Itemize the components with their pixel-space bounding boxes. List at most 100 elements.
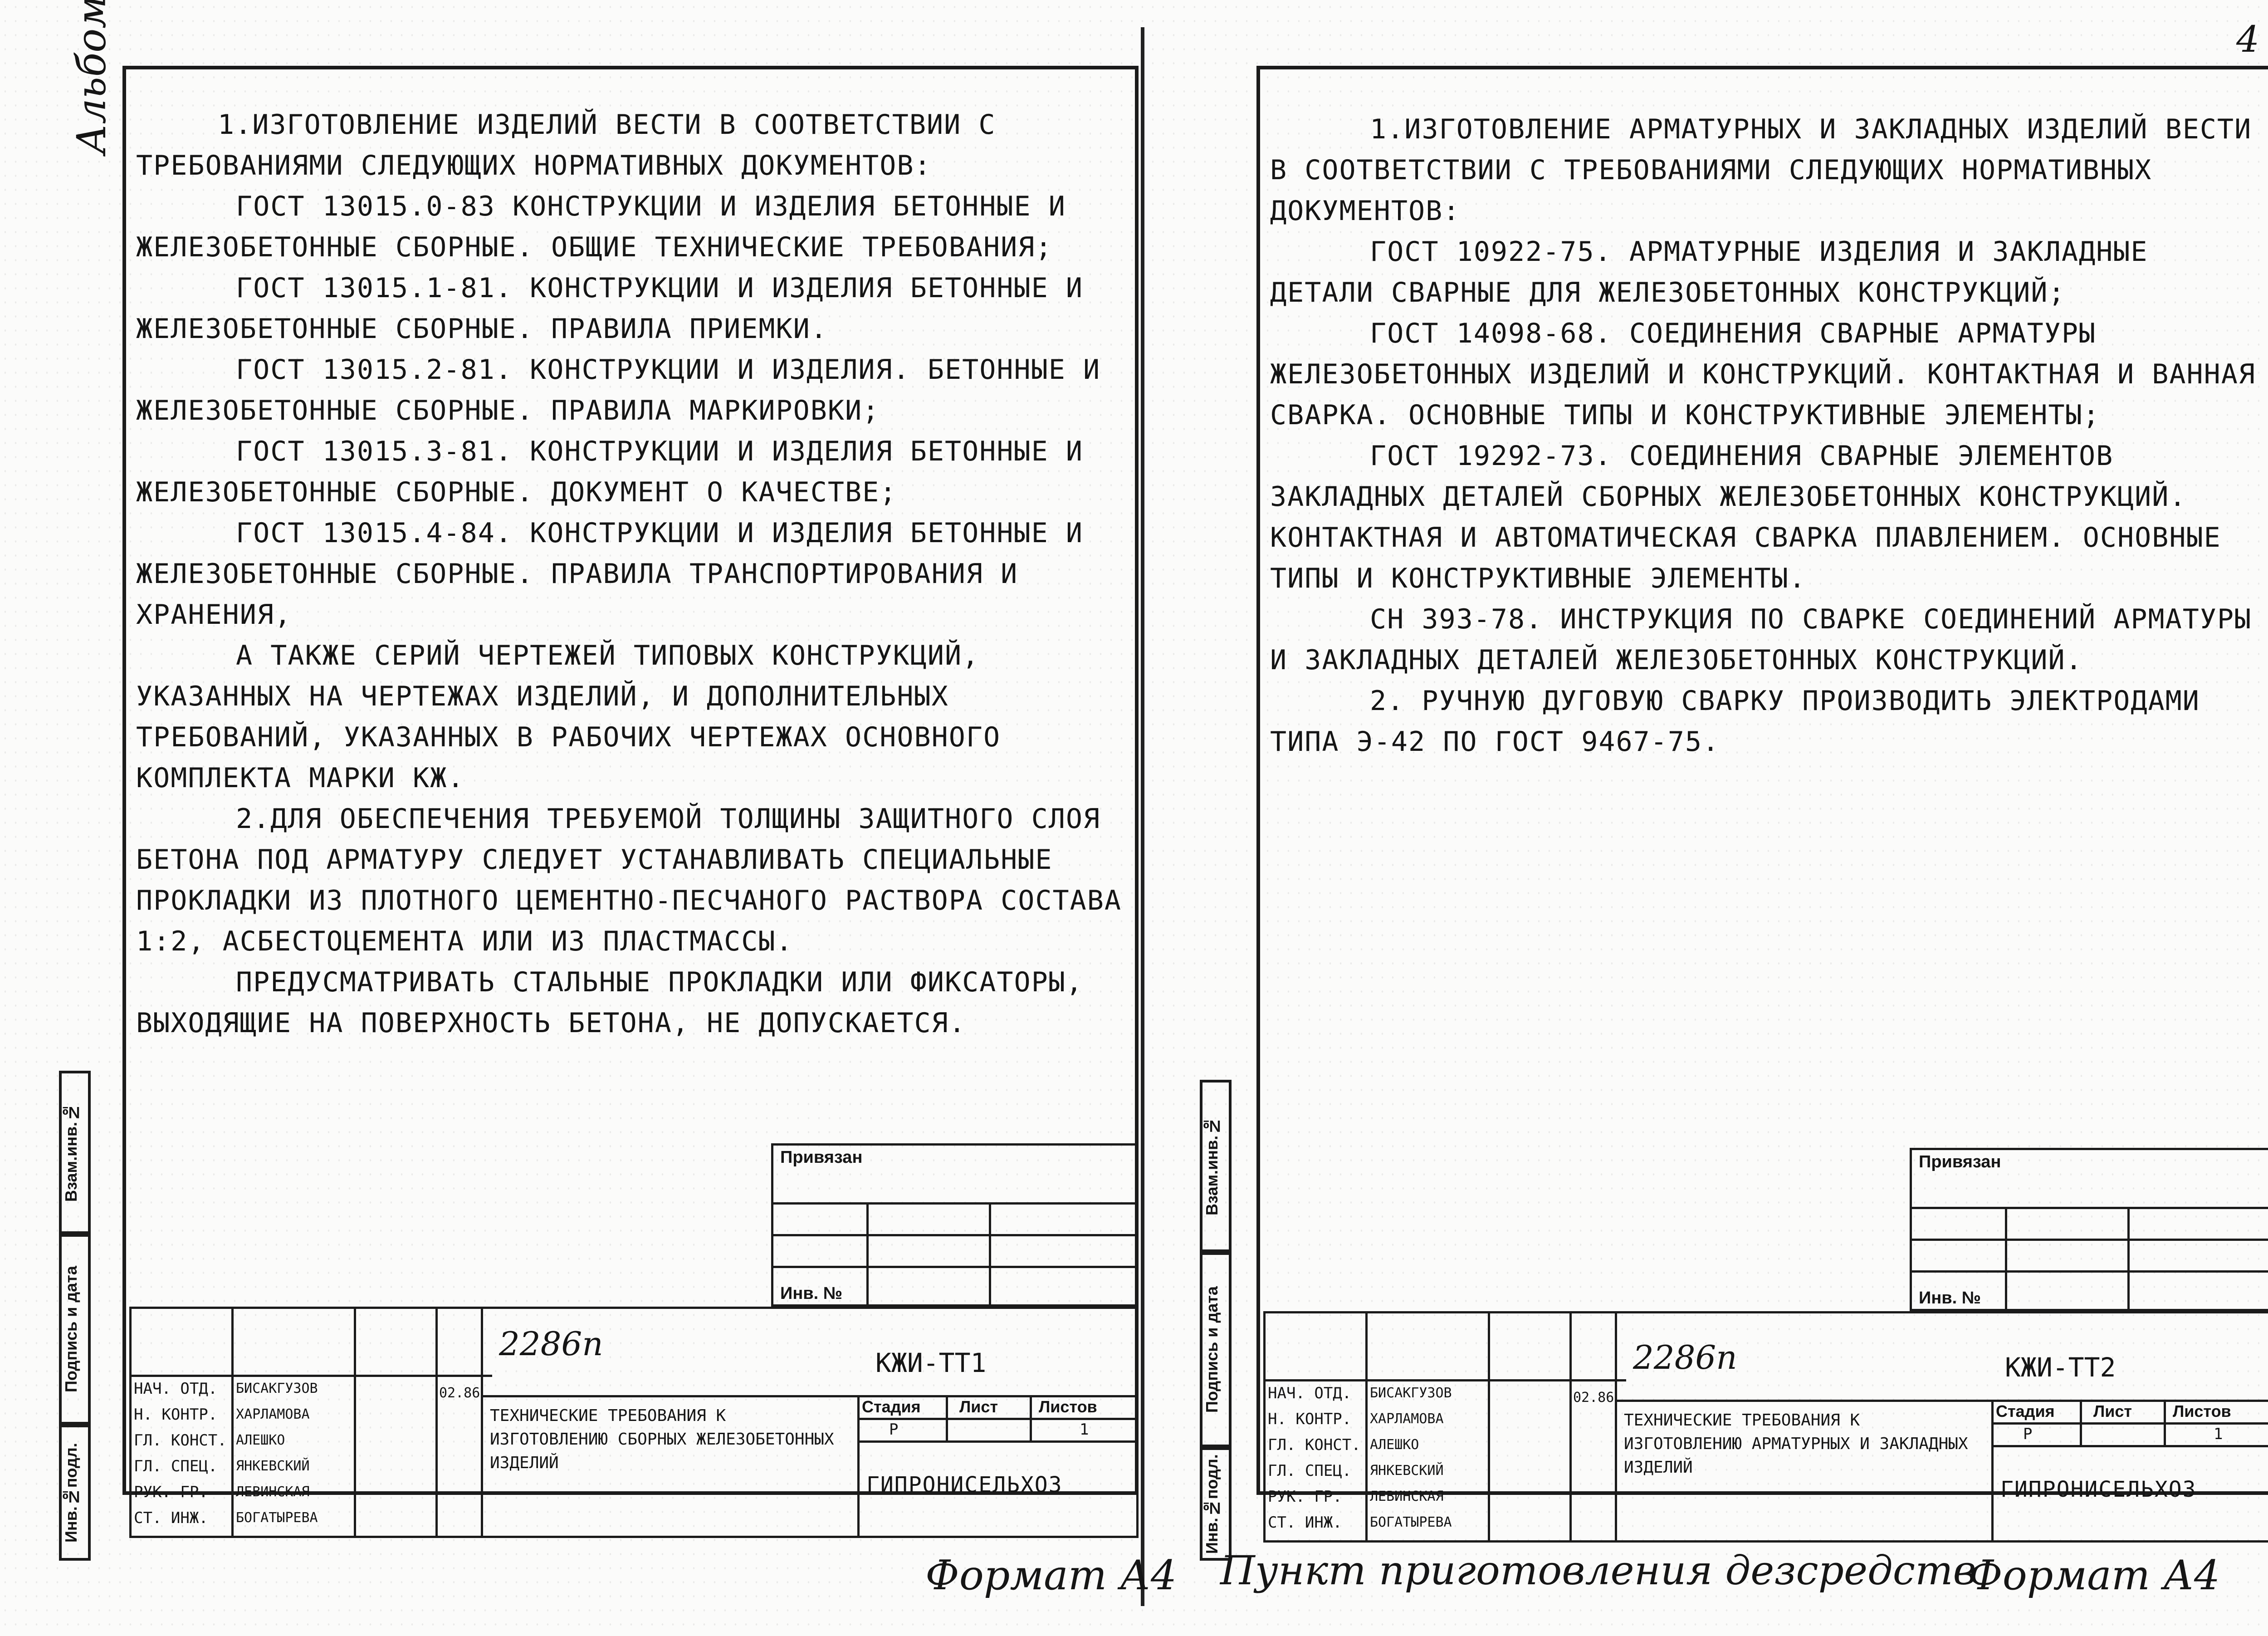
- left-title-block: [129, 1307, 1139, 1538]
- left-role-2: Н. контр.: [134, 1406, 218, 1424]
- right-tb-v1: [1365, 1311, 1368, 1543]
- right-vert-vzam: Взам.инв.№: [1200, 1080, 1232, 1252]
- left-role-1: Нач. отд.: [134, 1380, 218, 1398]
- left-vert-vzam: Взам.инв.№: [59, 1071, 91, 1234]
- right-privyazan-vline1: [2005, 1207, 2007, 1311]
- right-sheet-header: Лист: [2093, 1402, 2132, 1420]
- right-footer-note: Пункт приготовления дезсредств: [1220, 1547, 1976, 1594]
- right-para-4: ГОСТ 19292-73. Соединения сварные элемен…: [1270, 440, 2221, 594]
- right-tb-v3: [1569, 1311, 1572, 1543]
- right-vert-podpis: Подпись и дата: [1200, 1252, 1232, 1447]
- left-date: 02.86: [439, 1385, 480, 1401]
- left-tb-h-stagehdr: [857, 1418, 1139, 1420]
- right-tb-v7: [2164, 1400, 2166, 1445]
- right-date: 02.86: [1573, 1390, 1614, 1406]
- right-vert-invpodl: Инв.№подл.: [1200, 1447, 1232, 1561]
- left-tb-v6: [946, 1395, 948, 1440]
- left-requirements-text: 1.Изготовление изделий вести в соответст…: [136, 104, 1125, 1043]
- left-privyazan-line3: [771, 1266, 1139, 1268]
- right-para-6: 2. Ручную дуговую сварку производить эле…: [1270, 685, 2200, 758]
- left-tb-h-mid: [481, 1395, 1139, 1397]
- right-format-label: Формат А4: [1969, 1552, 2220, 1599]
- left-sheets-value: 1: [1080, 1420, 1089, 1439]
- left-para-2: ГОСТ 13015.0-83 Конструкции и изделия бе…: [136, 191, 1066, 263]
- right-role-2: Н. контр.: [1268, 1410, 1352, 1428]
- left-tb-v3: [435, 1307, 438, 1538]
- right-tb-v2: [1488, 1311, 1490, 1543]
- right-privyazan-line1: [1910, 1207, 2268, 1209]
- left-sheet-header: Лист: [959, 1397, 998, 1416]
- left-para-5: ГОСТ 13015.3-81. Конструкции и изделия б…: [136, 436, 1084, 508]
- right-privyazan-line2: [1910, 1239, 2268, 1241]
- left-stage-value: Р: [889, 1420, 899, 1439]
- right-inv-no-label: Инв. №: [1919, 1288, 1981, 1308]
- left-tb-v4: [481, 1307, 483, 1538]
- right-tb-v4: [1615, 1311, 1617, 1543]
- left-para-8: 2.Для обеспечения требуемой толщины защи…: [136, 803, 1122, 957]
- left-name-6: Богатырева: [236, 1510, 318, 1526]
- right-para-3: ГОСТ 14098-68. Соединения сварные армату…: [1270, 318, 2256, 431]
- right-role-4: Гл. спец.: [1268, 1462, 1352, 1480]
- left-privyazan-line1: [771, 1202, 1139, 1205]
- right-tb-v6: [2080, 1400, 2082, 1445]
- left-org: ГИПРОНИСЕЛЬХОЗ: [866, 1472, 1063, 1498]
- right-para-5: СН 393-78. Инструкция по сварке соединен…: [1270, 603, 2252, 676]
- left-para-6: ГОСТ 13015.4-84. Конструкции и изделия б…: [136, 517, 1084, 631]
- left-project-no: 2286п: [499, 1325, 603, 1363]
- left-name-4: Янкевский: [236, 1458, 310, 1474]
- right-name-6: Богатырева: [1370, 1514, 1452, 1530]
- album-label: Альбом V: [68, 0, 115, 154]
- left-name-3: Алешко: [236, 1432, 285, 1448]
- right-sheet-frame: [1256, 66, 2268, 1495]
- right-stage-value: Р: [2023, 1425, 2033, 1443]
- right-role-3: Гл. конст.: [1268, 1436, 1361, 1454]
- left-tb-v2: [354, 1307, 356, 1538]
- right-para-2: ГОСТ 10922-75. Арматурные изделия и закл…: [1270, 236, 2148, 309]
- right-sheets-value: 1: [2214, 1425, 2223, 1443]
- left-format-label: Формат А4: [925, 1552, 1177, 1599]
- left-privyazan-label: Привязан: [780, 1148, 863, 1167]
- right-tb-h-stagehdr: [1991, 1422, 2268, 1425]
- left-inv-no-label: Инв. №: [780, 1284, 843, 1303]
- left-tb-hline-top: [129, 1375, 492, 1377]
- left-role-3: Гл. конст.: [134, 1431, 227, 1450]
- left-tb-v5: [857, 1395, 860, 1538]
- right-sheet-code: КЖИ-ТТ2: [2005, 1352, 2116, 1383]
- right-privyazan-block: [1910, 1148, 2268, 1311]
- left-para-1: 1.Изготовление изделий вести в соответст…: [136, 109, 996, 181]
- right-sheet-title: Технические требования к изготовлению ар…: [1624, 1411, 1968, 1477]
- left-role-4: Гл. спец.: [134, 1457, 218, 1475]
- right-role-1: Нач. отд.: [1268, 1384, 1352, 1402]
- left-role-6: Ст. инж.: [134, 1509, 208, 1527]
- left-privyazan-vline1: [866, 1202, 869, 1307]
- left-name-1: Бисакгузов: [236, 1381, 318, 1396]
- right-tb-hline-top: [1263, 1379, 1626, 1381]
- right-stage-header: Стадия: [1996, 1402, 2055, 1420]
- left-role-5: Рук. гр.: [134, 1483, 208, 1501]
- page-number: 4: [2236, 18, 2259, 60]
- left-privyazan-line2: [771, 1234, 1139, 1236]
- right-privyazan-line3: [1910, 1270, 2268, 1273]
- left-tb-h-stagerow: [857, 1440, 1139, 1443]
- right-sheets-header: Листов: [2173, 1402, 2231, 1420]
- right-role-5: Рук. гр.: [1268, 1488, 1342, 1506]
- right-privyazan-label: Привязан: [1919, 1152, 2001, 1171]
- right-title-block: [1263, 1311, 2268, 1543]
- center-fold-line: [1141, 27, 1144, 1606]
- right-name-3: Алешко: [1370, 1437, 1419, 1453]
- left-tb-v1: [231, 1307, 234, 1538]
- left-para-4: ГОСТ 13015.2-81. Конструкции и изделия. …: [136, 354, 1101, 426]
- right-name-1: Бисакгузов: [1370, 1385, 1452, 1401]
- left-name-5: Левинская: [236, 1484, 310, 1500]
- left-para-7: А также серий чертежей типовых конструкц…: [136, 640, 1001, 794]
- left-name-2: Харламова: [236, 1406, 310, 1422]
- left-stage-header: Стадия: [862, 1397, 921, 1416]
- right-tb-h-mid: [1615, 1400, 2268, 1402]
- right-project-no: 2286п: [1633, 1338, 1737, 1376]
- left-tb-v7: [1030, 1395, 1032, 1440]
- right-privyazan-vline2: [2127, 1207, 2130, 1311]
- right-name-5: Левинская: [1370, 1489, 1444, 1504]
- left-sheet-title: Технические требования к изготовлению сб…: [490, 1406, 834, 1472]
- right-role-6: Ст. инж.: [1268, 1514, 1342, 1532]
- right-requirements-text: 1.Изготовление арматурных и закладных из…: [1270, 109, 2259, 762]
